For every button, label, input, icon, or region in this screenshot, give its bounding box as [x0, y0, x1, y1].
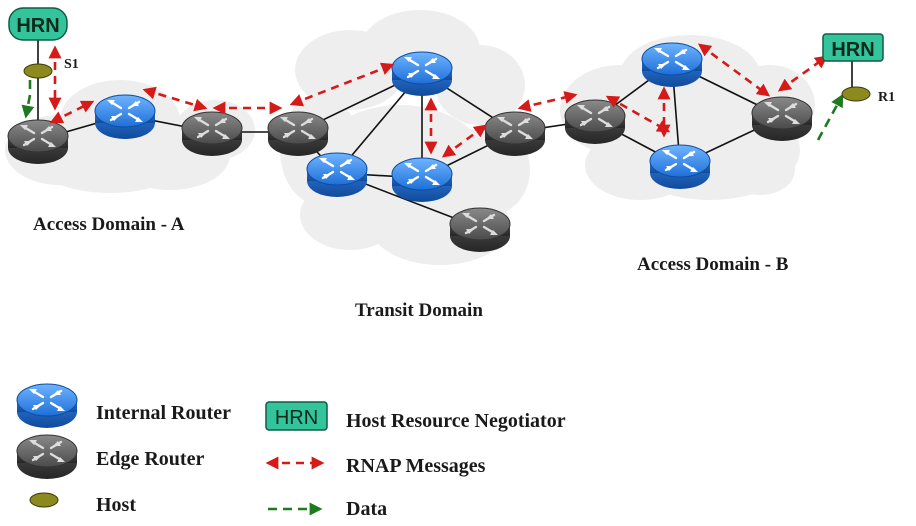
transit-domain-label: Transit Domain: [355, 300, 483, 321]
edge-router-a2: [180, 110, 244, 158]
edge-router-b2: [750, 95, 814, 143]
host-r1: [841, 86, 871, 102]
internal-router-a1: [93, 93, 157, 141]
legend-data-label: Data: [346, 498, 387, 520]
edge-router-t2: [448, 206, 512, 254]
legend-hrn-icon: HRN: [265, 401, 328, 431]
edge-router-b1: [563, 98, 627, 146]
legend-hrn-box-label: HRN: [275, 407, 318, 429]
legend-internal-router-icon: [15, 382, 79, 430]
legend-rnap-label: RNAP Messages: [346, 455, 486, 477]
edge-router-t3: [483, 110, 547, 158]
internal-router-t1: [390, 50, 454, 98]
legend-internal-router-label: Internal Router: [96, 402, 231, 424]
legend-host-label: Host: [96, 494, 136, 516]
host-r1-label: R1: [878, 90, 895, 105]
access-domain-a-label: Access Domain - A: [33, 214, 185, 235]
hrn-sender: HRN: [8, 7, 68, 41]
legend: Internal Router Edge Router Host HRN Hos…: [15, 382, 566, 520]
edge-router-t1: [266, 110, 330, 158]
internal-router-b2: [648, 143, 712, 191]
host-s1: [23, 63, 53, 79]
access-domain-b-label: Access Domain - B: [637, 254, 789, 275]
legend-host-icon: [29, 492, 59, 508]
legend-hrn-label: Host Resource Negotiator: [346, 410, 566, 432]
host-s1-label: S1: [64, 57, 79, 72]
edge-router-a1: [6, 118, 70, 166]
data-arrows: [21, 80, 844, 141]
rnap-message-arrows: [48, 43, 829, 158]
internal-router-t2: [305, 151, 369, 199]
hrn-receiver: HRN: [822, 33, 884, 62]
legend-edge-router-icon: [15, 433, 79, 481]
internal-router-t3: [390, 156, 454, 204]
legend-edge-router-label: Edge Router: [96, 448, 204, 470]
internal-router-b1: [640, 41, 704, 89]
hrn-sender-label: HRN: [16, 15, 59, 37]
hrn-receiver-label: HRN: [831, 39, 874, 61]
